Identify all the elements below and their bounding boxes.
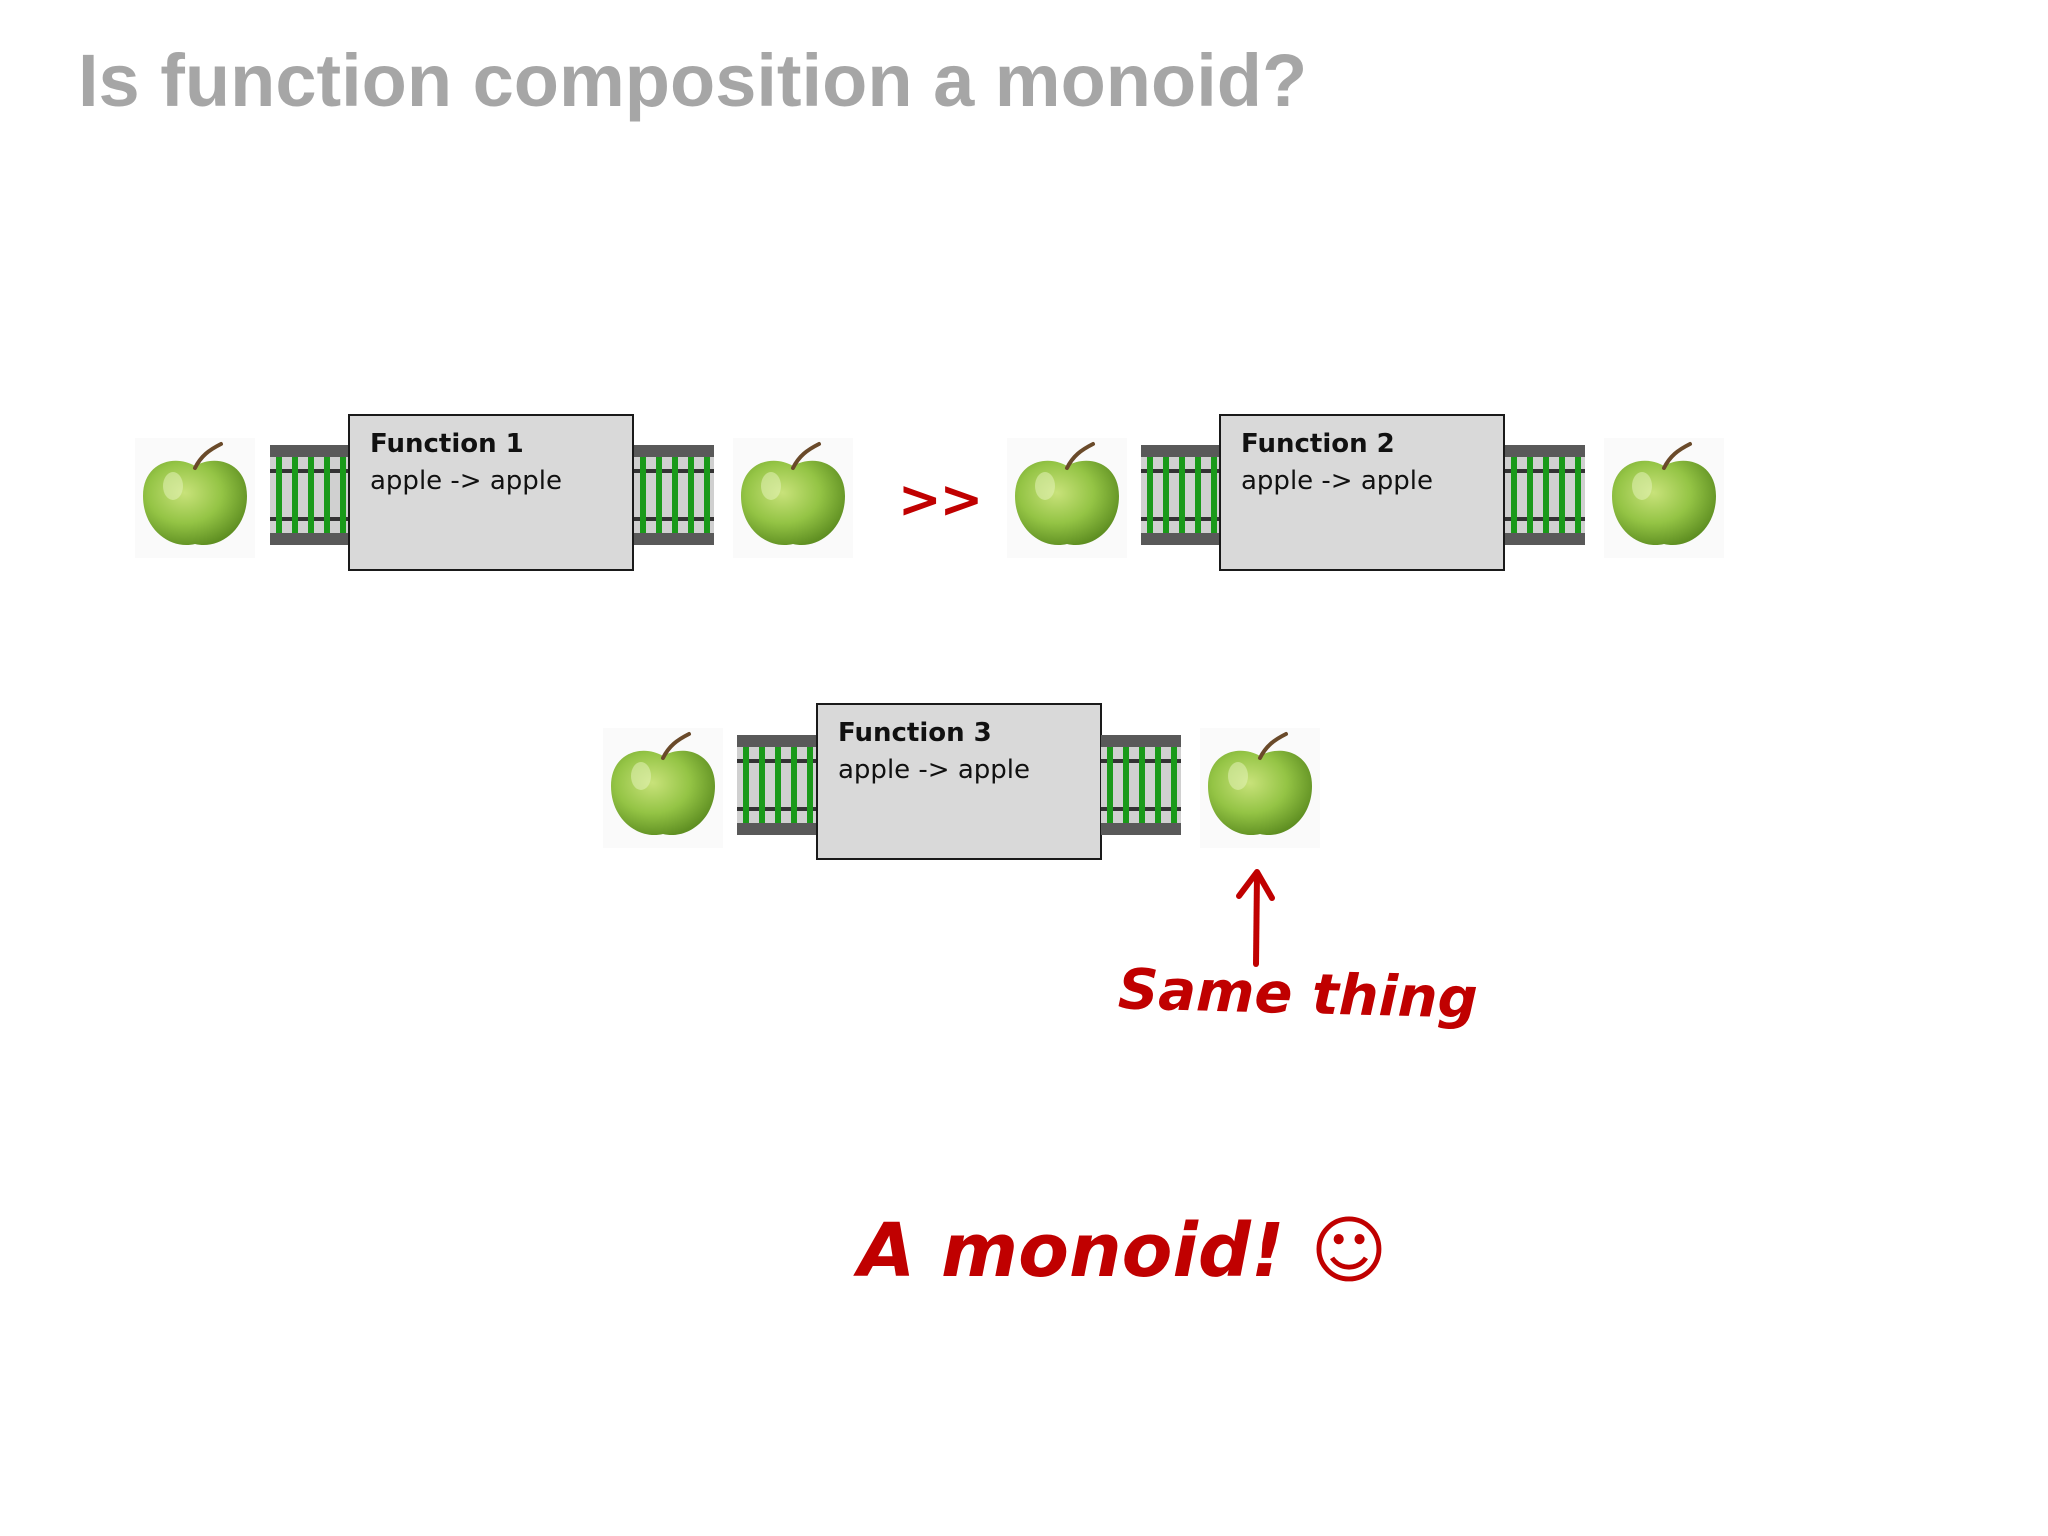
function-signature: apple -> apple xyxy=(1241,466,1434,496)
function-2-box: Function 2 apple -> apple xyxy=(1219,414,1505,571)
function-3-box: Function 3 apple -> apple xyxy=(816,703,1102,860)
same-thing-note: Same thing xyxy=(1117,957,1479,1032)
apple-icon xyxy=(733,438,853,558)
arrow-up-icon xyxy=(1236,869,1275,967)
function-1-box: Function 1 apple -> apple xyxy=(348,414,634,571)
compose-operator: >> xyxy=(898,470,983,530)
railway-track-icon xyxy=(270,445,350,545)
function-signature: apple -> apple xyxy=(370,466,563,496)
railway-track-icon xyxy=(737,735,817,835)
railway-track-icon xyxy=(1141,445,1221,545)
apple-icon xyxy=(135,438,255,558)
function-name: Function 1 xyxy=(370,429,524,459)
apple-icon xyxy=(1007,438,1127,558)
monoid-conclusion: A monoid! ☺ xyxy=(858,1208,1388,1294)
function-signature: apple -> apple xyxy=(838,755,1031,785)
railway-track-icon xyxy=(1101,735,1181,835)
apple-icon xyxy=(1604,438,1724,558)
railway-track-icon xyxy=(634,445,714,545)
slide-title: Is function composition a monoid? xyxy=(78,39,1308,122)
railway-track-icon xyxy=(1505,445,1585,545)
function-name: Function 3 xyxy=(838,718,992,748)
apple-icon xyxy=(603,728,723,848)
apple-icon xyxy=(1200,728,1320,848)
function-name: Function 2 xyxy=(1241,429,1395,459)
